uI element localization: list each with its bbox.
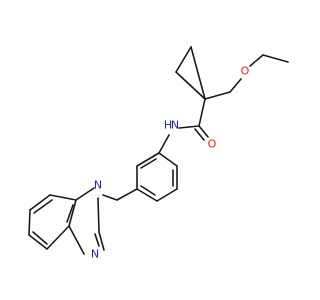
bond [102,194,118,201]
bond [204,91,231,100]
bond [98,231,105,251]
bond [49,194,77,201]
bond [158,152,178,167]
bond [175,46,192,73]
bond [198,125,209,138]
bond [262,54,289,63]
bond [178,125,200,129]
bond [136,188,158,202]
atom-labels: O O H N N N [91,65,250,261]
bond [28,234,48,250]
imidazole-n3-label: N [91,248,99,261]
bond [94,233,100,247]
bond [175,71,206,100]
imidazole-n1-label: N [94,179,102,192]
bond [32,231,48,245]
bond [68,225,85,255]
bond [68,199,77,227]
bond [136,152,160,167]
amide-hydrogen-label: H [164,119,172,132]
bond [66,204,74,223]
bond [28,209,31,236]
bonds [28,46,289,255]
chemical-structure: O O H N N N [28,46,289,261]
amide-nitrogen-label: N [171,119,179,132]
bond [116,188,138,201]
bond [75,187,95,201]
bond [156,188,178,202]
bond [140,158,157,169]
bond [33,199,53,214]
bond [190,46,206,100]
bond [46,225,70,250]
bond [229,78,242,93]
bond [194,128,205,141]
bond [29,194,51,211]
carbonyl-oxygen-label: O [208,138,217,151]
bond [140,185,156,196]
bond [249,54,264,67]
bond [198,98,206,127]
bond [97,197,100,233]
bond [158,134,170,154]
ether-oxygen-label: O [241,65,250,78]
